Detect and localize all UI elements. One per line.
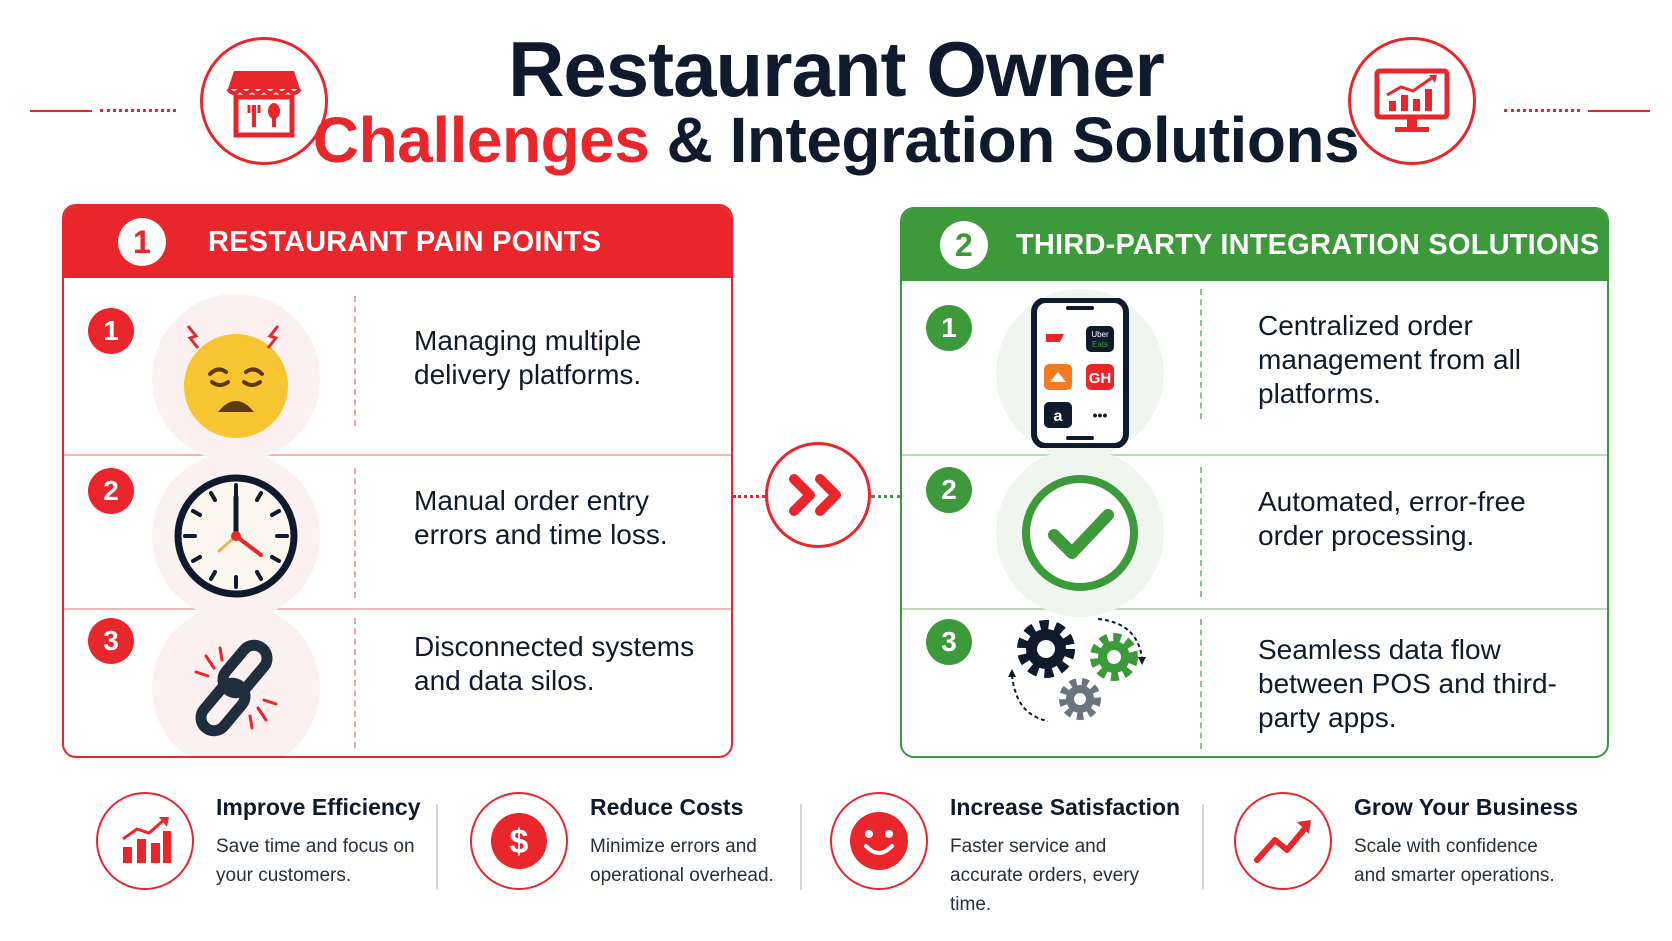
row-separator (354, 296, 356, 426)
connector-right (871, 495, 901, 498)
header-left-dots (100, 109, 176, 112)
header-right-dots (1504, 109, 1580, 112)
bar-chart-up-icon (96, 792, 194, 890)
solutions-title: THIRD-PARTY INTEGRATION SOLUTIONS (1016, 228, 1600, 261)
row-separator (354, 618, 356, 748)
checkmark-circle-icon (996, 449, 1164, 617)
benefit-desc: Scale with confidence and smarter operat… (1354, 836, 1555, 886)
row-number-3: 3 (88, 618, 134, 664)
clock-icon (152, 452, 320, 620)
row-separator (1200, 289, 1202, 419)
benefit-separator (1202, 804, 1204, 890)
row-separator (1200, 619, 1202, 749)
row-number-1: 1 (926, 305, 972, 351)
header-left-line (30, 110, 92, 112)
pain-point-text-3: Disconnected systems and data silos. (414, 631, 695, 696)
gh-label: GH (1089, 370, 1112, 387)
row-number-1: 1 (88, 308, 134, 354)
benefit-title: Grow Your Business (1354, 794, 1579, 820)
storefront-icon (200, 37, 328, 165)
row-number-3: 3 (926, 619, 972, 665)
eats-label: Eats (1092, 340, 1108, 349)
pain-points-header: 1 RESTAURANT PAIN POINTS (64, 206, 731, 278)
row-number-2: 2 (926, 467, 972, 513)
title-challenges: Challenges (312, 104, 650, 176)
svg-text:$: $ (510, 823, 529, 861)
row-number-2: 2 (88, 468, 134, 514)
panel-number-badge: 2 (940, 221, 988, 269)
pain-point-text-2: Manual order entry errors and time loss. (414, 485, 668, 550)
dollar-icon: $ (470, 792, 568, 890)
gears-sync-icon (1002, 605, 1162, 734)
row-divider (64, 454, 731, 456)
solution-text-3: Seamless data flow between POS and third… (1258, 634, 1557, 733)
uber-label: Uber (1091, 330, 1109, 339)
solution-text-2: Automated, error-free order processing. (1258, 486, 1526, 551)
panel-number-badge: 1 (118, 218, 166, 266)
benefit-grow-business: Grow Your Business Scale with confidence… (1234, 790, 1634, 900)
benefit-desc: Save time and focus on your customers. (216, 836, 415, 886)
pain-points-panel: 1 RESTAURANT PAIN POINTS 1 Managing mult… (62, 204, 733, 758)
pain-point-text-1: Managing multiple delivery platforms. (414, 325, 642, 390)
monitor-chart-icon (1348, 37, 1476, 165)
row-divider (64, 608, 731, 610)
pain-points-title: RESTAURANT PAIN POINTS (208, 225, 602, 258)
benefit-improve-efficiency: Improve Efficiency Save time and focus o… (96, 790, 436, 900)
trend-up-icon (1234, 792, 1332, 890)
phone-apps-icon: Uber Eats GH a ••• (996, 289, 1164, 457)
row-divider (902, 608, 1607, 610)
row-separator (1200, 467, 1202, 597)
amazon-label: a (1054, 408, 1063, 425)
benefit-increase-satisfaction: Increase Satisfaction Faster service and… (830, 790, 1200, 915)
page-title: Restaurant Owner (508, 25, 1165, 113)
header-right-line (1588, 110, 1650, 112)
title-integration: & Integration Solutions (649, 104, 1360, 176)
row-divider (902, 454, 1607, 456)
solution-text-1: Centralized order management from all pl… (1258, 310, 1522, 409)
smiley-icon (830, 792, 928, 890)
more-label: ••• (1093, 407, 1108, 423)
benefit-separator (800, 804, 802, 890)
stressed-face-icon (152, 294, 320, 462)
connector-left (733, 495, 765, 498)
benefit-reduce-costs: $ Reduce Costs Minimize errors and opera… (470, 790, 790, 900)
benefit-title: Reduce Costs (590, 794, 744, 820)
benefit-title: Improve Efficiency (216, 794, 421, 820)
solutions-header: 2 THIRD-PARTY INTEGRATION SOLUTIONS (902, 209, 1607, 281)
page-subtitle: Challenges & Integration Solutions (0, 100, 1672, 180)
solutions-panel: 2 THIRD-PARTY INTEGRATION SOLUTIONS 1 Ub… (900, 207, 1609, 758)
benefit-desc: Minimize errors and operational overhead… (590, 836, 774, 886)
benefit-separator (436, 804, 438, 890)
row-separator (354, 468, 356, 598)
double-chevron-right-icon (765, 442, 871, 548)
benefit-desc: Faster service and accurate orders, ever… (950, 836, 1140, 915)
benefit-title: Increase Satisfaction (950, 794, 1181, 820)
broken-link-icon (152, 604, 320, 756)
